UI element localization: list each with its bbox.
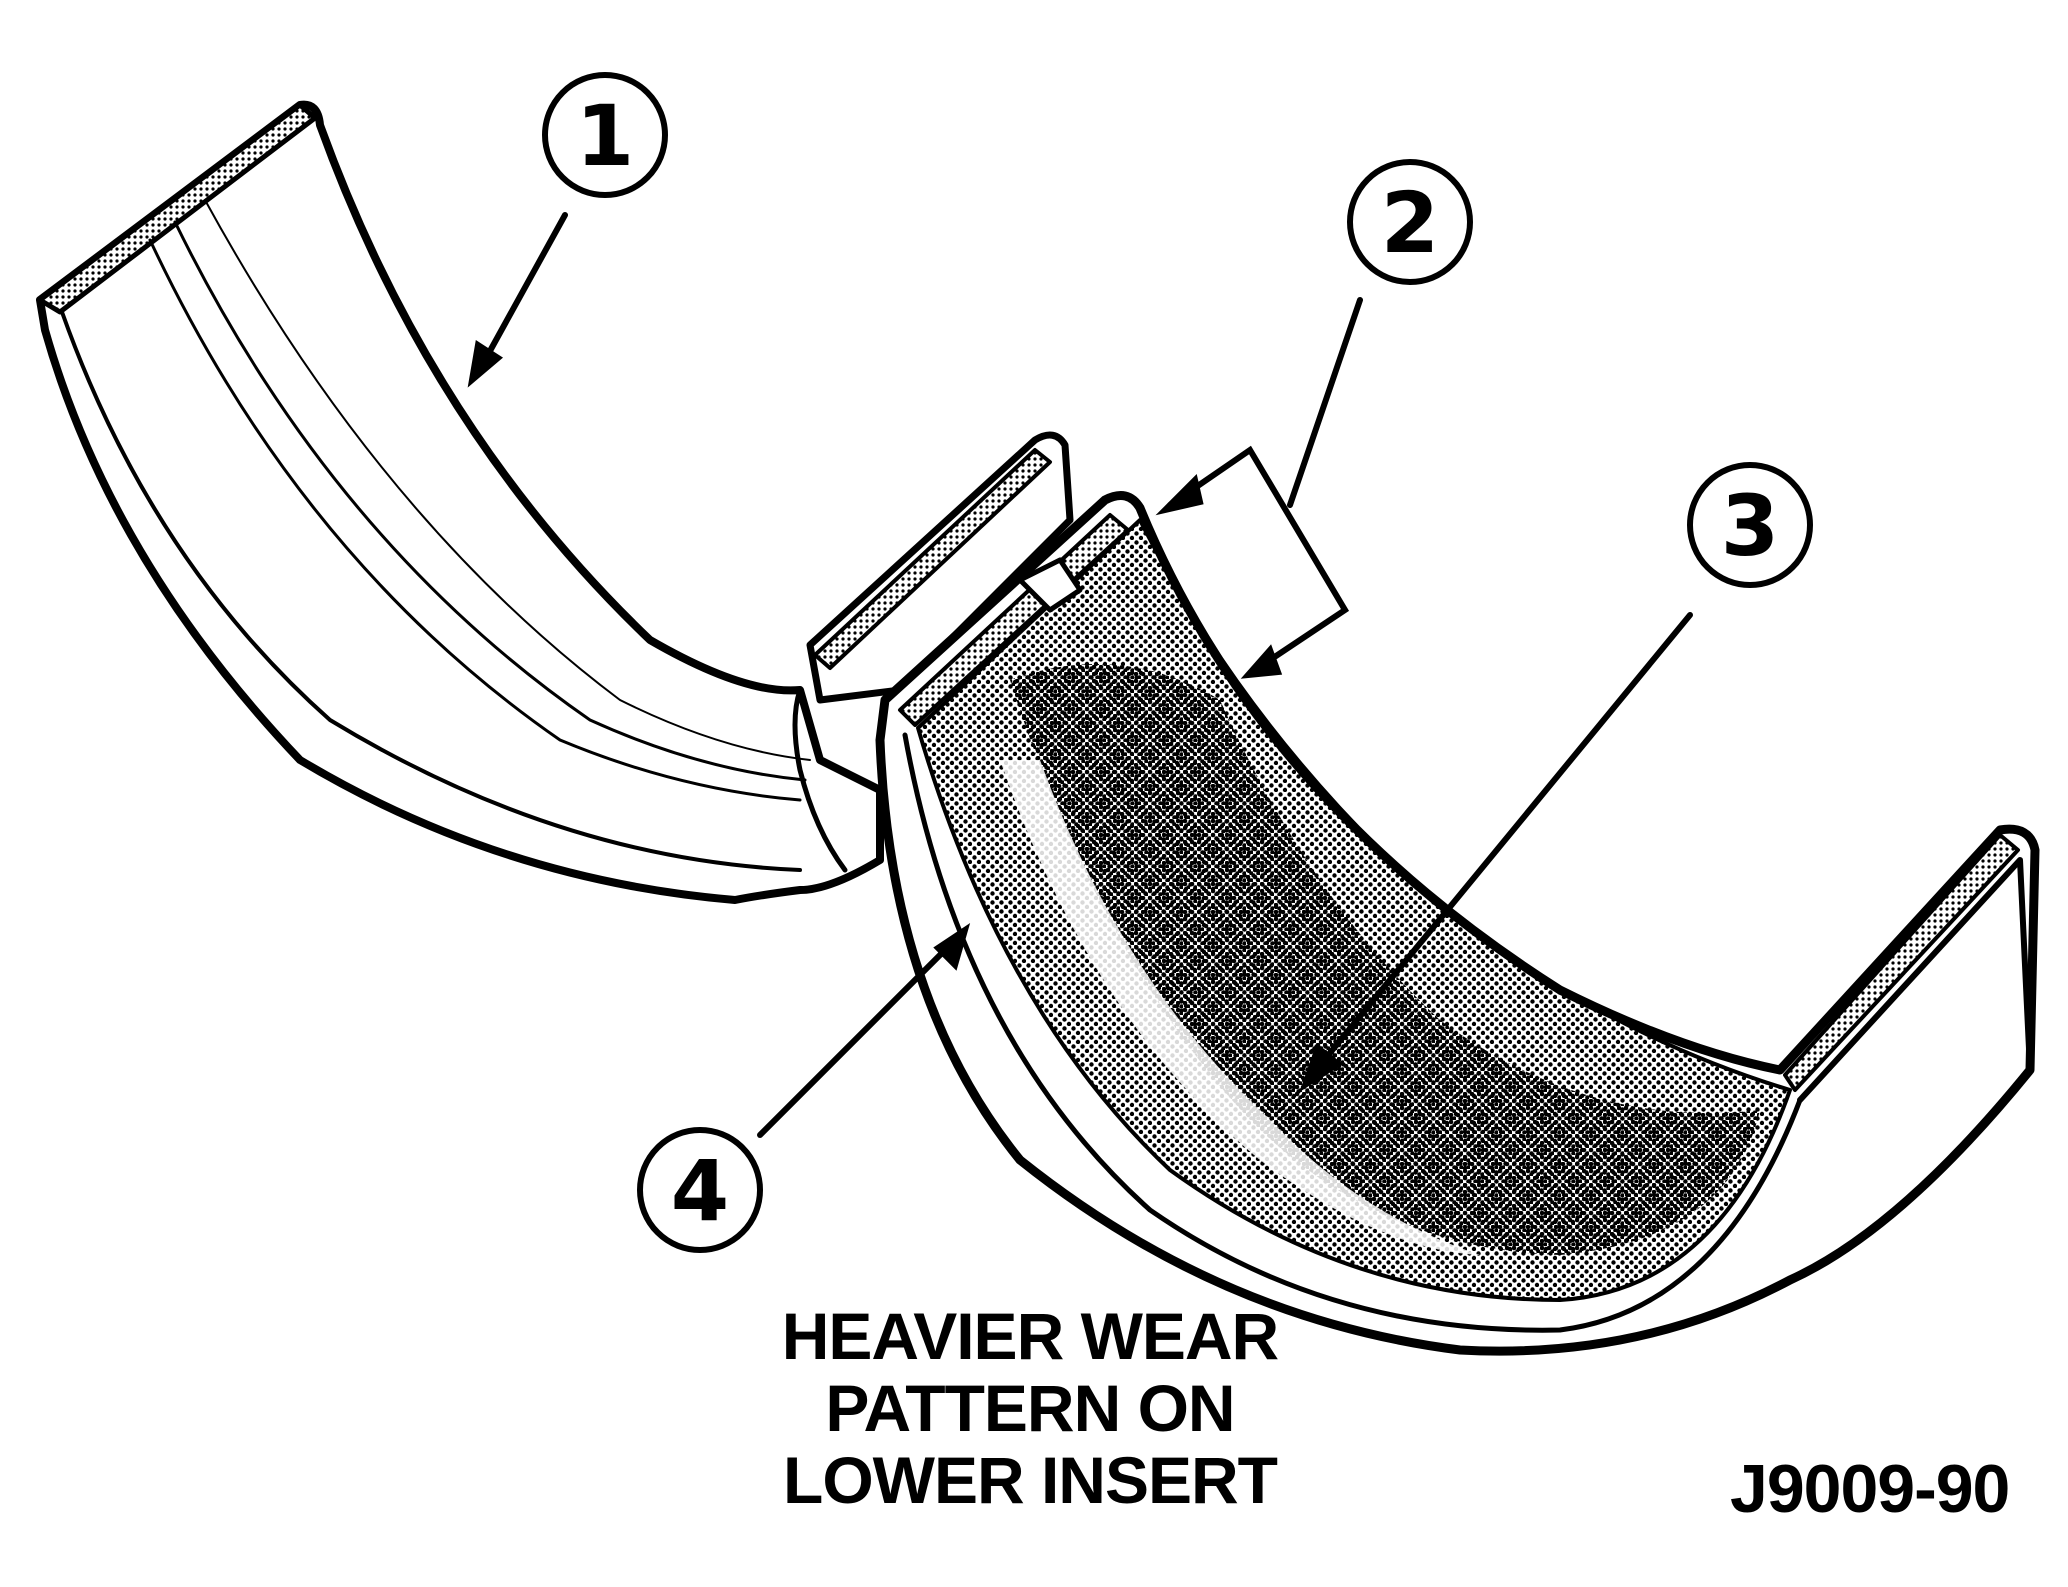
figure-code: J9009-90 [1730,1451,2010,1527]
upper-insert-groove-3 [204,199,811,761]
leader-line-1 [482,212,568,363]
leader-line-4 [757,942,953,1138]
arrowhead-2b [1240,644,1283,679]
caption-line-3: LOWER INSERT [783,1443,1278,1517]
lower-insert-right-tab [1797,857,2033,1103]
upper-bearing-insert [36,100,884,904]
arrowhead-3 [1299,1043,1344,1093]
heavier-wear-pattern [1010,664,1760,1255]
upper-insert-inner-edge [60,310,802,872]
callout-label-2: 2 [1381,174,1439,272]
upper-insert-end-face [37,102,318,315]
callout-label-4: 4 [671,1142,729,1240]
leader-line-3 [1317,612,1693,1068]
callout-label-1: 1 [576,87,634,185]
wear-pattern-caption: HEAVIER WEAR PATTERN ON LOWER INSERT [700,1300,1360,1516]
lower-insert-locking-tab [1017,557,1083,613]
upper-insert-right-lip [792,687,848,873]
lower-insert-right-end-face [1783,833,2020,1092]
caption-line-1: HEAVIER WEAR [781,1299,1279,1373]
lower-bearing-insert [806,431,2040,1356]
leader-lines [467,212,1693,1138]
arrowhead-2a [1155,474,1204,516]
callout-2: 2 [1347,159,1473,285]
caption-line-2: PATTERN ON [825,1371,1235,1445]
arrowhead-1 [467,340,504,388]
running-surface-highlight [1000,760,1480,1255]
callout-label-3: 3 [1721,477,1779,575]
lower-insert-outer-lip [902,732,1803,1333]
callout-4: 4 [637,1127,763,1253]
callout-1: 1 [542,72,668,198]
arrowhead-4 [933,922,971,971]
lower-insert-back-tab-face [813,448,1052,670]
upper-insert-shell [36,100,884,904]
leader-line-2 [1287,297,1363,508]
upper-insert-groove-2 [173,220,807,782]
upper-insert-groove-1 [148,238,802,802]
callout-3: 3 [1687,462,1813,588]
leader-bracket-2 [1167,445,1350,673]
